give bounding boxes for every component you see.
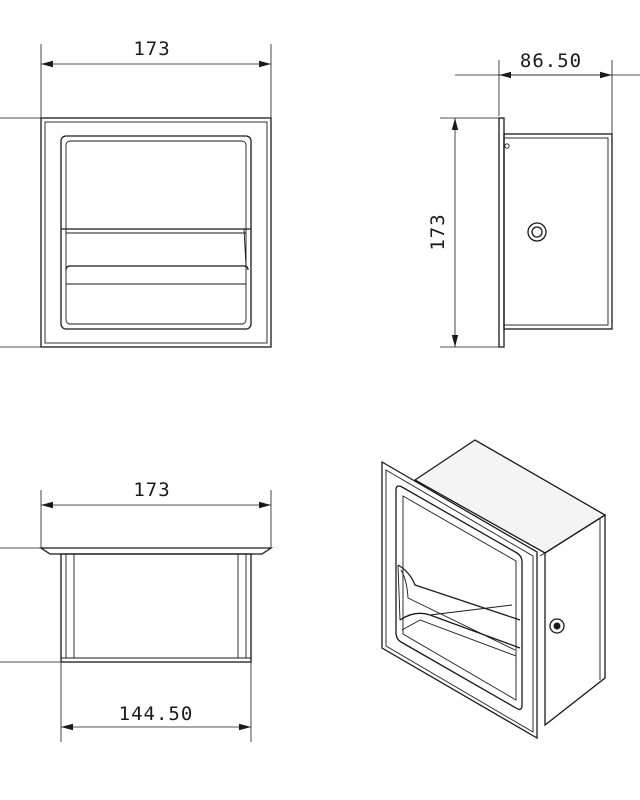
side-body [503,133,613,330]
iso-opening [395,485,523,711]
side-flange [498,117,505,348]
top-view: 173 144.50 [0,479,274,742]
front-flange-outer [40,117,272,348]
top-flange [38,547,274,555]
isometric-view [381,439,607,740]
iso-flange [381,460,538,740]
top-body [60,553,252,663]
front-opening [60,135,252,330]
front-width-label: 173 [133,38,170,60]
side-height-label: 173 [427,213,449,250]
front-view: 173 [0,38,272,348]
top-inner-width-label: 144.50 [119,703,194,725]
top-width-label: 173 [133,479,170,501]
side-view: 86.50 173 [427,50,640,348]
lock-icon [527,222,547,242]
side-depth-label: 86.50 [520,50,582,72]
iso-lock-icon [549,618,565,634]
